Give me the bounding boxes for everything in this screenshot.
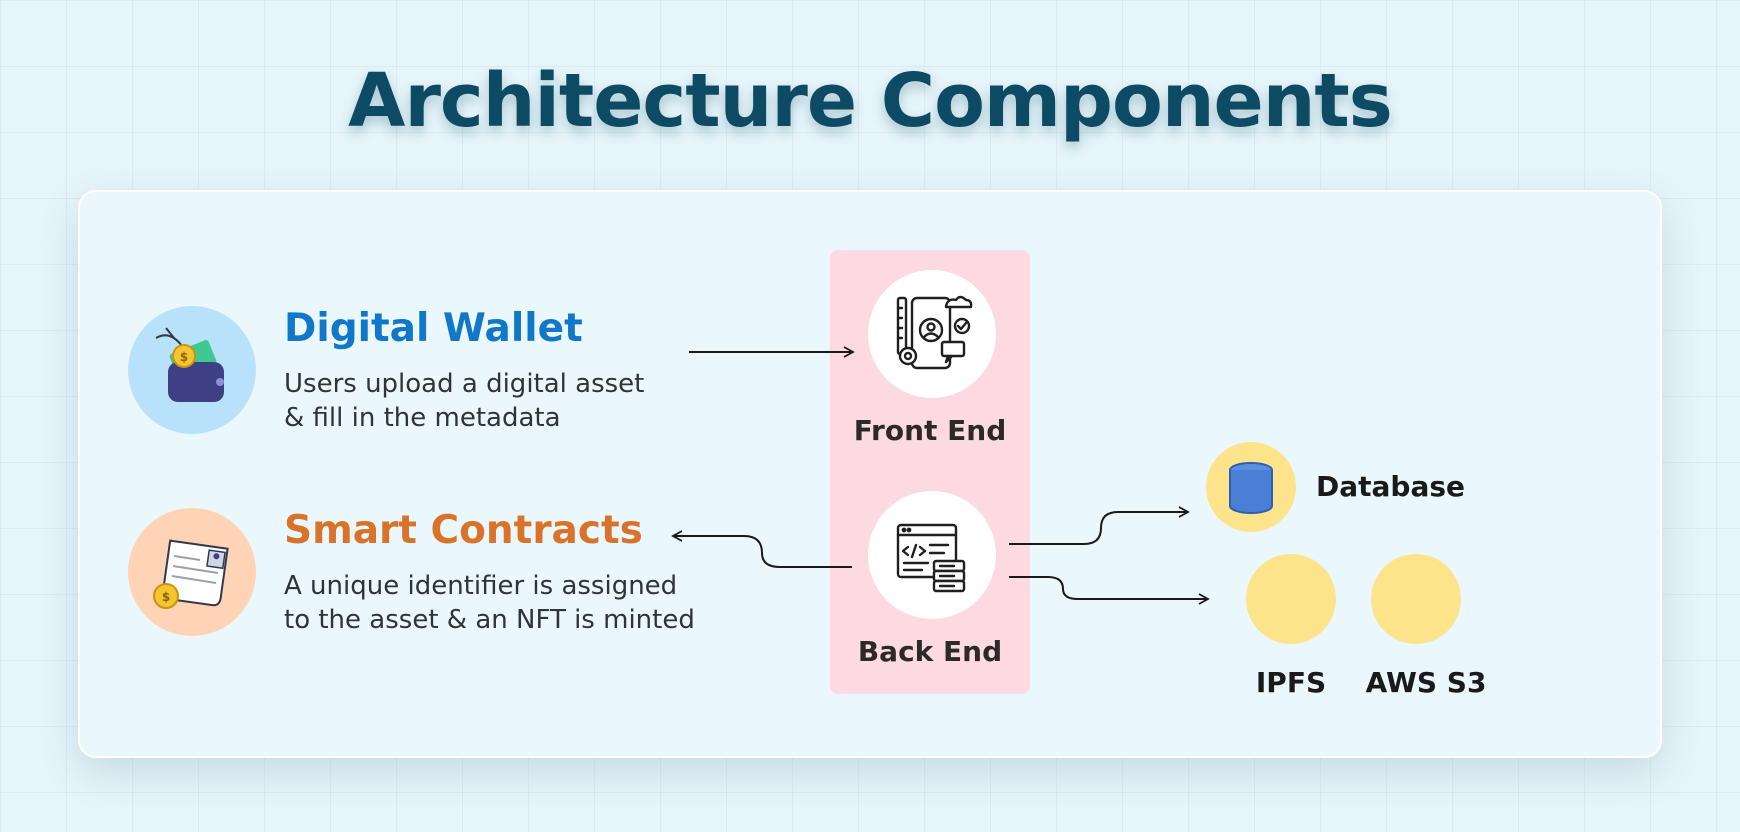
digital-wallet-description: Users upload a digital asset & fill in t… [284,367,644,435]
wallet-icon: $ [128,306,256,434]
arrow-backend-to-contracts [671,530,852,568]
smart-contracts-description: A unique identifier is assigned to the a… [284,569,695,637]
digital-wallet-heading: Digital Wallet [284,306,583,351]
ipfs-label: IPFS [1255,666,1327,699]
ipfs-node [1246,554,1336,644]
svg-text:$: $ [162,590,170,604]
aws-s3-label: AWS S3 [1365,666,1487,699]
arrow-backend-to-database [1009,506,1190,545]
page-title: Architecture Components [348,58,1393,144]
svg-text:$: $ [180,350,188,364]
back-end-label: Back End [857,635,1003,668]
app-development-icon [868,270,996,398]
smart-contracts-heading: Smart Contracts [284,508,643,553]
digital-wallet-desc-line-2: & fill in the metadata [284,403,561,433]
database-label: Database [1316,470,1466,503]
front-end-label: Front End [853,414,1007,447]
code-server-icon [868,491,996,619]
aws-s3-node [1371,554,1461,644]
digital-wallet-desc-line-1: Users upload a digital asset [284,369,645,399]
smart-contracts-desc-line-2: to the asset & an NFT is minted [284,605,695,635]
smart-contracts-desc-line-1: A unique identifier is assigned [284,571,678,601]
arrow-backend-to-storage [1009,576,1210,605]
database-icon [1206,442,1296,532]
contract-scroll-icon: $ [128,508,256,636]
